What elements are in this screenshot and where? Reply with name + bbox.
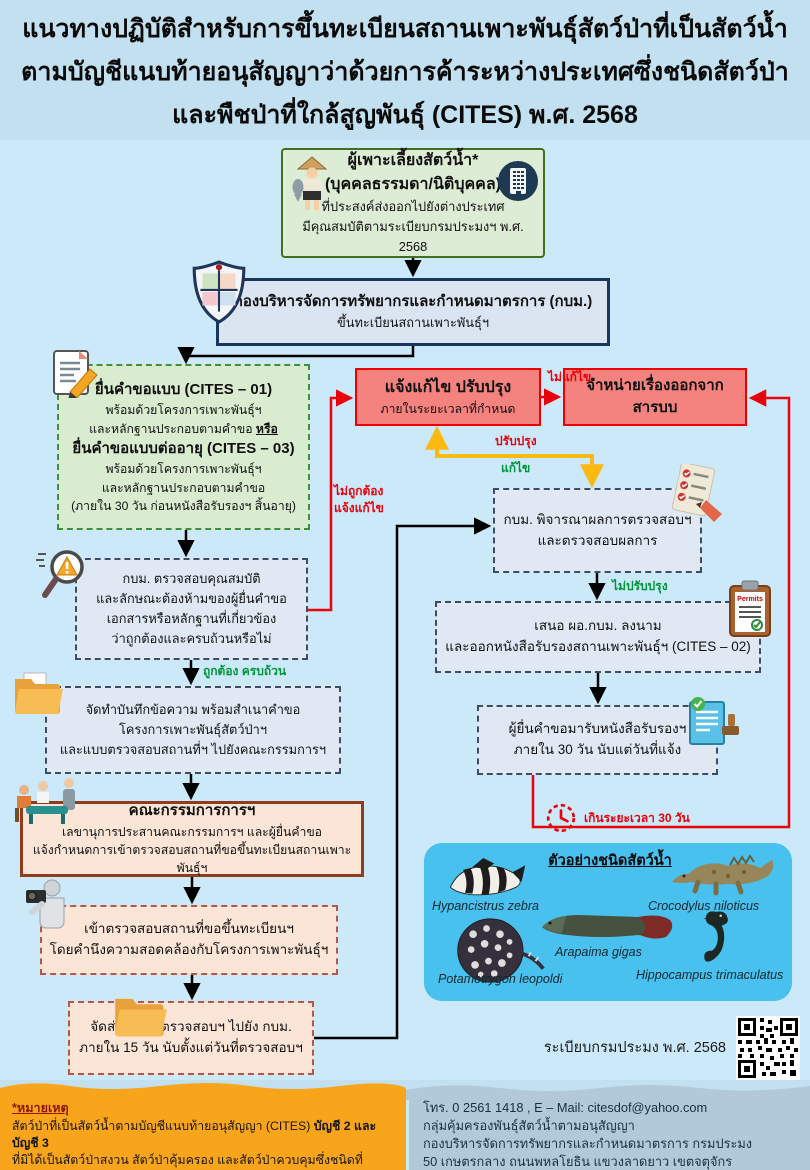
title-line-1: แนวทางปฏิบัติสำหรับการขึ้นทะเบียนสถานเพา…	[22, 15, 788, 43]
label-correct: ถูกต้อง ครบถ้วน	[203, 664, 287, 678]
committee-line2: เลขานุการประสานคณะกรรมการฯ และผู้ยื่นคำข…	[62, 824, 322, 839]
verify-line4: ว่าถูกต้องและครบถ้วนหรือไม่	[111, 630, 272, 646]
box-application: ยื่นคำขอแบบ (CITES – 01) พร้อมด้วยโครงกา…	[57, 364, 310, 530]
box-send-result: จัดส่งผลการตรวจสอบฯ ไปยัง กบม. ภายใน 15 …	[68, 1001, 314, 1075]
arapaima-image	[542, 915, 673, 939]
applicant-line4: มีคุณสมบัติตามระเบียบกรมประมงฯ พ.ศ. 2568	[302, 219, 524, 254]
seahorse-image	[703, 911, 728, 962]
applicant-line3: ที่ประสงค์ส่งออกไปยังต่างประเทศ	[321, 199, 505, 215]
footer-note-line1: สัตว์ป่าที่เป็นสัตว์น้ำตามบัญชีแนบท้ายอน…	[12, 1118, 396, 1152]
committee-line3: แจ้งกำหนดการเข้าตรวจสอบสถานที่ขอขึ้นทะเบ…	[32, 843, 352, 876]
label-incorrect-line2: แจ้งแก้ไข	[334, 501, 384, 516]
committee-title: คณะกรรมการการฯ	[128, 802, 256, 820]
application-line3-text: และหลักฐานประกอบตามคำขอ	[89, 421, 256, 436]
page-title: แนวทางปฏิบัติสำหรับการขึ้นทะเบียนสถานเพา…	[0, 8, 810, 137]
certificate-stamp-icon	[689, 697, 739, 745]
qr-code	[736, 1016, 800, 1080]
box-inspect: เข้าตรวจสอบสถานที่ขอขึ้นทะเบียนฯ โดยคำนึ…	[40, 905, 338, 975]
footer-wave	[0, 1083, 810, 1100]
clock-overdue-icon	[546, 803, 576, 833]
memo-line2: โครงการเพาะพันธุ์สัตว์ป่าฯ	[118, 722, 268, 738]
folder-documents-icon	[15, 672, 63, 714]
send-result-line2: ภายใน 15 วัน นับตั้งแต่วันที่ตรวจสอบฯ	[79, 1040, 303, 1055]
title-line-3: และพืชป่าที่ใกล้สูญพันธุ์ (CITES) พ.ศ. 2…	[172, 101, 638, 129]
contact-address: 50 เกษตรกลาง ถนนพหลโยธิน แขวงลาดยาว เขตจ…	[423, 1154, 733, 1170]
label-overdue: เกินระยะเวลา 30 วัน	[584, 811, 690, 825]
sign-line1: เสนอ ผอ.กบม. ลงนาม	[534, 618, 662, 634]
application-heading1: ยื่นคำขอแบบ (CITES – 01)	[94, 380, 273, 398]
discard-line1: จำหน่ายเรื่องออกจากสารบบ	[586, 376, 724, 417]
sign-line2: และออกหนังสือรับรองสถานเพาะพันธุ์ฯ (CITE…	[445, 639, 751, 654]
receive-line2: ภายใน 30 วัน นับแต่วันที่แจ้ง	[513, 742, 682, 757]
crocodile-image	[672, 854, 774, 896]
fisherman-icon	[292, 156, 328, 210]
application-line6: และหลักฐานประกอบตามคำขอ	[101, 480, 266, 495]
box-verify: กบม. ตรวจสอบคุณสมบัติ และลักษณะต้องห้ามข…	[75, 558, 308, 660]
label-incorrect-line1: ไม่ถูกต้อง	[334, 484, 384, 498]
inspect-line2: โดยคำนึงความสอดคล้องกับโครงการเพาะพันธุ์…	[49, 942, 329, 957]
application-line3: และหลักฐานประกอบตามคำขอ หรือ	[89, 420, 278, 438]
box-division: กองบริหารจัดการทรัพยากรและกำหนดมาตรการ (…	[216, 278, 610, 346]
consider-line1: กบม. พิจารณาผลการตรวจสอบฯ	[503, 511, 692, 527]
label-fix: แก้ไข	[501, 461, 531, 475]
box-receive: ผู้ยื่นคำขอมารับหนังสือรับรองฯ ภายใน 30 …	[477, 705, 718, 775]
footer-note-line1-bold: บัญชี 2 และบัญชี 3	[12, 1118, 377, 1150]
consider-line2: และตรวจสอบผลการ	[537, 532, 658, 548]
receive-line1: ผู้ยื่นคำขอมารับหนังสือรับรองฯ	[508, 721, 687, 737]
footer-note-line2: ที่มิได้เป็นสัตว์ป่าสงวน สัตว์ป่าคุ้มครอ…	[12, 1153, 363, 1168]
application-line5: พร้อมด้วยโครงการเพาะพันธุ์ฯ	[105, 462, 262, 477]
permits-clipboard-icon: Permits	[729, 580, 771, 637]
contact-division: กองบริหารจัดการทรัพยากรและกำหนดมาตรการ ก…	[423, 1136, 753, 1152]
footer-note-line1-text: สัตว์ป่าที่เป็นสัตว์น้ำตามบัญชีแนบท้ายอน…	[12, 1118, 314, 1133]
species-label-arapaima: Arapaima gigas	[555, 945, 642, 959]
box-applicant: ผู้เพาะเลี้ยงสัตว์น้ำ* (บุคคลธรรมดา/นิติ…	[281, 148, 545, 258]
footer-note: *หมายเหตุ สัตว์ป่าที่เป็นสัตว์น้ำตามบัญช…	[0, 1096, 406, 1170]
inspect-line1: เข้าตรวจสอบสถานที่ขอขึ้นทะเบียนฯ	[84, 921, 294, 937]
applicant-title: ผู้เพาะเลี้ยงสัตว์น้ำ*	[347, 152, 479, 170]
committee-meeting-icon	[15, 778, 75, 824]
building-icon	[498, 161, 538, 201]
verify-line3: เอกสารหรือหลักฐานที่เกี่ยวข้อง	[106, 611, 277, 626]
division-title: กองบริหารจัดการทรัพยากรและกำหนดมาตรการ (…	[233, 292, 593, 310]
folder-results-icon	[115, 998, 167, 1037]
species-title: ตัวอย่างชนิดสัตว์น้ำ	[548, 853, 672, 869]
box-memo: จัดทำบันทึกข้อความ พร้อมสำเนาคำขอ โครงกา…	[45, 686, 341, 774]
label-no-improve: ไม่ปรับปรุง	[612, 579, 668, 593]
checklist-pen-icon	[671, 464, 722, 522]
application-line3-or: หรือ	[255, 421, 278, 436]
footer-contact: โทร. 0 2561 1418 , E – Mail: citesdof@ya…	[406, 1096, 810, 1170]
zebra-pleco-image	[449, 858, 526, 896]
memo-line1: จัดทำบันทึกข้อความ พร้อมสำเนาคำขอ	[85, 702, 301, 718]
box-notify-fix: แจ้งแก้ไข ปรับปรุง ภายในระยะเวลาที่กำหนด	[355, 368, 541, 426]
label-no-fix: ไม่แก้ไข	[548, 370, 592, 384]
title-line-2: ตามบัญชีแนบท้ายอนุสัญญาว่าด้วยการค้าระหว…	[21, 58, 789, 86]
species-label-hippocampus: Hippocampus trimaculatus	[636, 968, 784, 982]
footer-note-title: *หมายเหตุ	[12, 1101, 69, 1115]
application-line7: (ภายใน 30 วัน ก่อนหนังสือรับรองฯ สิ้นอาย…	[71, 498, 296, 513]
applicant-subtitle: (บุคคลธรรมดา/นิติบุคคล)	[324, 176, 502, 194]
notify-line1: แจ้งแก้ไข ปรับปรุง	[384, 378, 512, 396]
memo-line3: และแบบตรวจสอบสถานที่ฯ ไปยังคณะกรรมการฯ	[59, 741, 327, 757]
application-heading2: ยื่นคำขอแบบต่ออายุ (CITES – 03)	[72, 439, 295, 457]
label-improve: ปรับปรุง	[495, 434, 537, 448]
permits-icon-label: Permits	[737, 596, 763, 603]
species-label-crocodylus: Crocodylus niloticus	[648, 899, 760, 913]
department-seal-icon	[192, 260, 246, 324]
species-label-potamotrygon: Potamotrygon leopoldi	[438, 972, 563, 986]
label-incorrect: ไม่ถูกต้อง แจ้งแก้ไข	[334, 483, 384, 518]
verify-line2: และลักษณะต้องห้ามของผู้ยื่นคำขอ	[96, 591, 287, 607]
box-committee: คณะกรรมการการฯ เลขานุการประสานคณะกรรมการ…	[20, 801, 364, 877]
division-subtitle: ขึ้นทะเบียนสถานเพาะพันธุ์ฯ	[336, 315, 490, 331]
contact-group: กลุ่มคุ้มครองพันธุ์สัตว์น้ำตามอนุสัญญา	[423, 1118, 635, 1134]
notify-line2: ภายในระยะเวลาที่กำหนด	[380, 401, 516, 416]
qr-caption: ระเบียบกรมประมง พ.ศ. 2568	[543, 1040, 726, 1056]
verify-line1: กบม. ตรวจสอบคุณสมบัติ	[122, 571, 261, 587]
box-sign: เสนอ ผอ.กบม. ลงนาม และออกหนังสือรับรองสถ…	[435, 601, 761, 673]
document-pencil-icon	[53, 350, 98, 398]
magnifier-alert-icon	[36, 550, 84, 598]
camera-person-icon	[26, 879, 65, 929]
application-line2: พร้อมด้วยโครงการเพาะพันธุ์ฯ	[105, 403, 262, 418]
contact-phone-email: โทร. 0 2561 1418 , E – Mail: citesdof@ya…	[423, 1100, 708, 1115]
